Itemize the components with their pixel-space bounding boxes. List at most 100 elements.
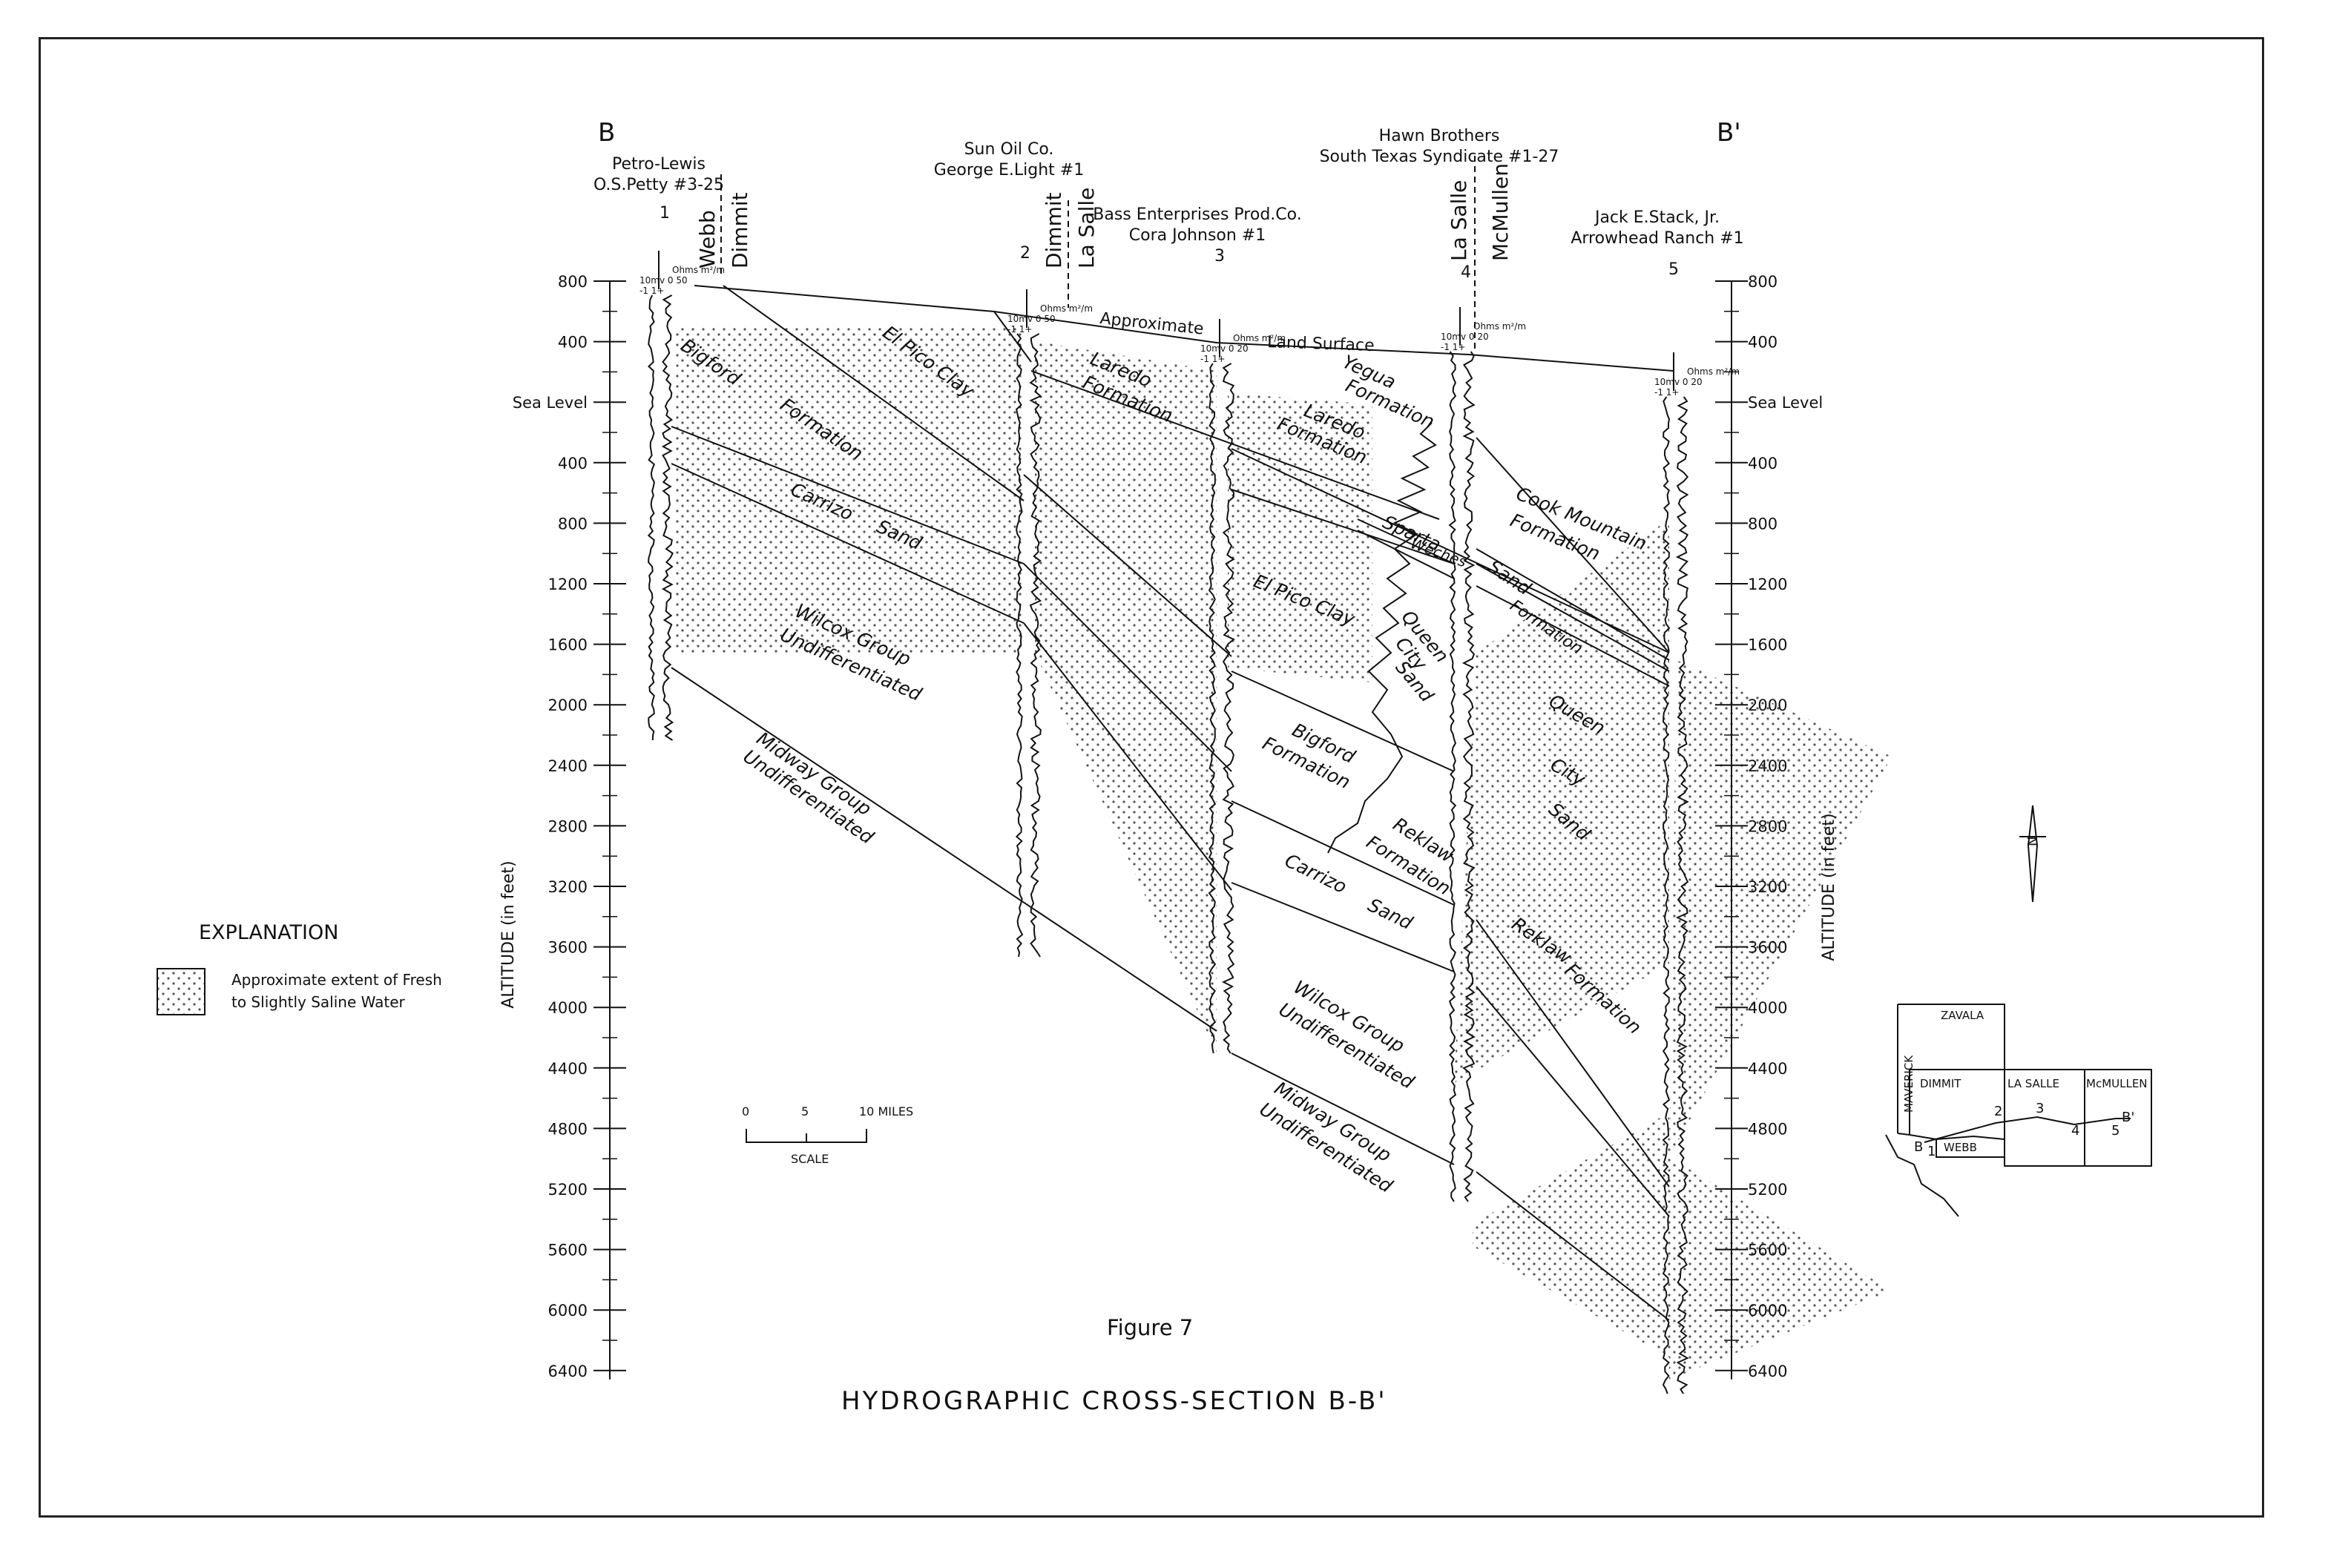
- well-2-number: 2: [1020, 244, 1030, 263]
- county-label-mcmullen: McMullen: [1488, 163, 1513, 261]
- surface-label-land-surface: Land Surface: [1267, 333, 1375, 355]
- map-point-1: 1: [1927, 1144, 1936, 1159]
- axis-right-tick-label: 4400: [1748, 1060, 1787, 1078]
- axis-left-tick-label: 6000: [548, 1302, 588, 1320]
- scale-label: SCALE: [791, 1152, 829, 1166]
- explanation-legend: EXPLANATION Approximate extent of Fresh …: [157, 921, 442, 1015]
- axis-right-tick-label: 4800: [1748, 1120, 1787, 1138]
- county-label-dimmit-1: Dimmit: [728, 192, 752, 269]
- well-5-log-minus: -1 1+: [1654, 387, 1679, 398]
- axis-right-tick-label: 3600: [1748, 939, 1787, 957]
- well-4-log-range: 10mv 0 20: [1441, 332, 1489, 342]
- well-4-sp-curve: [1448, 351, 1457, 1202]
- well-headers: Petro-Lewis O.S.Petty #3-25 1 Sun Oil Co…: [593, 127, 1744, 282]
- scale-tick-10: 10 MILES: [859, 1104, 913, 1119]
- map-point-2: 2: [1994, 1104, 2002, 1119]
- axis-left-tick-label: 2800: [548, 817, 588, 835]
- axis-right-tick-label: Sea Level: [1748, 394, 1823, 412]
- axis-right-tick-label: 5200: [1748, 1181, 1787, 1199]
- well-2-log-range: 10mv 0 50: [1007, 314, 1056, 324]
- well-4-number: 4: [1461, 263, 1471, 282]
- axis-left-tick-label: 800: [558, 273, 588, 291]
- well-2-resistivity-curve: [1029, 333, 1042, 958]
- explanation-line-1: Approximate extent of Fresh: [231, 971, 442, 989]
- well-3-log-range: 10mv 0 20: [1200, 343, 1249, 354]
- map-b-prime: B': [2122, 1110, 2134, 1125]
- queen-city-boundary: [1327, 422, 1437, 854]
- axis-right-tick-label: 3200: [1748, 878, 1787, 896]
- well-2-operator: Sun Oil Co.: [964, 140, 1054, 159]
- scale-bar: 0 5 10 MILES SCALE: [742, 1104, 913, 1166]
- well-1-log-minus: -1 1+: [639, 286, 664, 296]
- axis-left-tick-label: 5600: [548, 1242, 588, 1259]
- axis-right-tick-label: 2400: [1748, 757, 1787, 775]
- well-3-number: 3: [1214, 247, 1225, 266]
- axis-right-tick-label: 4000: [1748, 999, 1787, 1017]
- well-4-operator: Hawn Brothers: [1379, 127, 1500, 145]
- label-carrizo-2a: Carrizo: [1281, 849, 1349, 897]
- axis-left-tick-label: 2000: [548, 696, 588, 714]
- map-county-mcmullen: McMULLEN: [2086, 1077, 2148, 1090]
- land-surface-line: [694, 285, 1674, 372]
- well-1-log-scale: Ohms m²/m: [672, 265, 725, 275]
- altitude-axis-title-left: ALTITUDE (in feet): [499, 860, 518, 1008]
- axis-right-tick-label: 2000: [1748, 696, 1787, 714]
- well-1-resistivity-curve: [661, 294, 674, 741]
- scale-tick-5: 5: [801, 1104, 809, 1119]
- label-queen-city-1c: Sand: [1391, 656, 1438, 706]
- axis-left-tick-label: 4000: [548, 999, 588, 1017]
- well-5-name: Arrowhead Ranch #1: [1571, 229, 1743, 248]
- county-boundaries: [720, 156, 1476, 349]
- label-carrizo-2b: Sand: [1364, 894, 1415, 934]
- axis-left-tick-label: 6400: [548, 1363, 588, 1380]
- axis-left-tick-label: Sea Level: [513, 394, 588, 412]
- figure-title: HYDROGRAPHIC CROSS-SECTION B-B': [841, 1386, 1387, 1416]
- axis-left-tick-label: 1600: [548, 636, 588, 654]
- legend-swatch-fresh-water: [157, 968, 205, 1015]
- altitude-axis-title-right: ALTITUDE (in feet): [1820, 813, 1838, 961]
- axis-left-tick-label: 2400: [548, 757, 588, 775]
- well-1-name: O.S.Petty #3-25: [593, 176, 724, 194]
- well-3-resistivity-curve: [1221, 363, 1235, 1054]
- well-5-log-scale: Ohms m²/m: [1687, 366, 1740, 377]
- axis-left-tick-label: 4800: [548, 1120, 588, 1138]
- well-2-sp-curve: [1015, 333, 1024, 958]
- well-1-operator: Petro-Lewis: [612, 155, 706, 174]
- well-4-log-scale: Ohms m²/m: [1473, 321, 1526, 332]
- well-3-sp-curve: [1208, 363, 1217, 1054]
- well-3-operator: Bass Enterprises Prod.Co.: [1093, 205, 1301, 224]
- well-1-sp-curve: [647, 294, 655, 741]
- well-5-log-range: 10mv 0 20: [1654, 377, 1703, 387]
- well-5-resistivity-curve: [1675, 396, 1689, 1394]
- map-b: B: [1914, 1139, 1923, 1155]
- explanation-title: EXPLANATION: [199, 921, 338, 944]
- endpoint-b: B: [598, 118, 615, 148]
- well-5-operator: Jack E.Stack, Jr.: [1594, 208, 1720, 227]
- formation-boundaries: [671, 285, 1670, 1321]
- axis-right-tick-label: 800: [1748, 515, 1778, 533]
- county-label-webb: Webb: [695, 210, 720, 269]
- scale-tick-0: 0: [742, 1104, 749, 1119]
- axis-left-tick-label: 5200: [548, 1181, 588, 1199]
- axis-right-tick-label: 6400: [1748, 1363, 1787, 1380]
- well-2-log-scale: Ohms m²/m: [1040, 303, 1093, 314]
- county-label-la-salle-2: La Salle: [1447, 180, 1471, 261]
- fresh-water-extent: [675, 326, 1892, 1380]
- map-county-la-salle: LA SALLE: [2007, 1077, 2059, 1090]
- north-label: N: [2025, 837, 2041, 846]
- map-county-dimmit: DIMMIT: [1920, 1077, 1961, 1090]
- well-4-resistivity-curve: [1461, 351, 1476, 1202]
- axis-right-tick-label: 1600: [1748, 636, 1787, 654]
- well-3-log-scale: Ohms m²/m: [1233, 333, 1286, 343]
- map-point-4: 4: [2071, 1123, 2079, 1139]
- axis-right-tick-label: 2800: [1748, 817, 1787, 835]
- county-label-dimmit-2: Dimmit: [1042, 192, 1066, 269]
- well-2-name: George E.Light #1: [934, 161, 1084, 179]
- map-county-zavala: ZAVALA: [1941, 1009, 1984, 1022]
- axis-right-tick-label: 1200: [1748, 576, 1787, 593]
